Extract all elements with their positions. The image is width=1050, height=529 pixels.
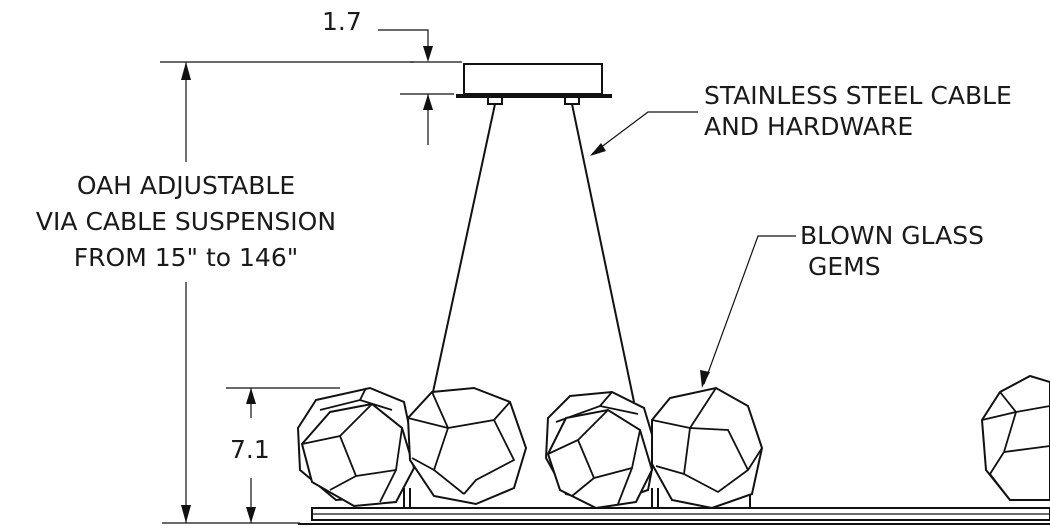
oah-label-line2: VIA CABLE SUSPENSION [36, 207, 336, 236]
canopy [456, 63, 612, 105]
cable-label-line2: AND HARDWARE [704, 112, 913, 141]
gem-centre-left [406, 386, 528, 506]
oah-label-line1: OAH ADJUSTABLE [77, 171, 295, 200]
gem-front-left [300, 402, 416, 508]
glass-label-line1: BLOWN GLASS [800, 221, 984, 250]
gem-far-right [980, 374, 1050, 501]
gem-height-label: 7.1 [230, 435, 270, 464]
gem-right [651, 386, 764, 510]
gem-height-dimension [226, 387, 340, 523]
glass-label-line2: GEMS [808, 252, 881, 281]
oah-dimension [160, 61, 414, 524]
gem-centre-right-front [546, 408, 654, 510]
cables [432, 103, 635, 403]
canopy-height-label: 1.7 [322, 7, 362, 36]
canopy-height-dimension [378, 29, 462, 145]
cable-leader [590, 111, 698, 156]
glass-leader [700, 235, 796, 388]
base-ring [298, 488, 1050, 525]
cable-label-line1: STAINLESS STEEL CABLE [704, 81, 1012, 110]
oah-label-line3: FROM 15" to 146" [74, 243, 298, 272]
